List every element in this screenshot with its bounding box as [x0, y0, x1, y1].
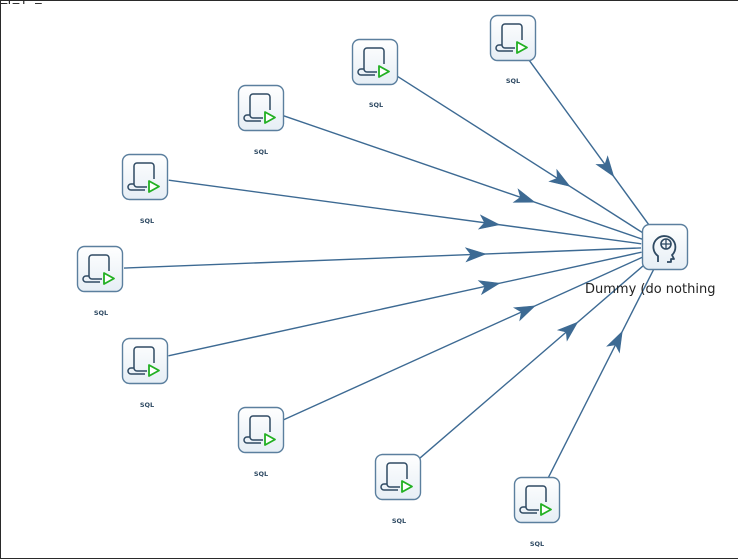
hop-line[interactable]	[526, 56, 652, 229]
step-fecha-cese[interactable]: SQL fecha_cese	[1, 1, 399, 109]
step-actividad-comercio-exterior[interactable]: SQL actividad_comercio_exterior	[1, 1, 285, 156]
step-label: fecha_inscripcion	[1, 1, 57, 5]
step-fecha-actualizacion[interactable]: SQL fecha_actualizacion	[1, 1, 422, 525]
hop-arrow	[464, 247, 487, 263]
svg-text:SQL: SQL	[254, 470, 268, 478]
sql-script-icon: SQL	[489, 14, 537, 85]
step-label: fecha_inicio	[1, 1, 39, 5]
step-dummy[interactable]: Dummy (do nothing	[585, 223, 715, 298]
step-fecha-suspension[interactable]: SQL fecha_suspension	[1, 1, 561, 548]
step-label: fecha_cese	[1, 1, 37, 5]
step-actividad-economica[interactable]: SQL actividad_economica	[1, 1, 124, 317]
step-fecha-inscripcion[interactable]: SQL fecha_inscripcion	[1, 1, 285, 478]
step-label: fecha_reinicio_actividad	[1, 1, 79, 5]
step-label: actividad_comercio_exterior	[1, 1, 93, 5]
hop-arrow	[477, 280, 501, 296]
svg-text:SQL: SQL	[506, 77, 520, 85]
hop-line[interactable]	[168, 179, 642, 245]
sql-script-icon: SQL	[351, 38, 399, 109]
step-fecha-inicio[interactable]: SQL fecha_inicio	[1, 1, 537, 85]
svg-text:SQL: SQL	[392, 517, 406, 525]
dummy-head-icon	[641, 223, 689, 271]
hop-arrow	[512, 188, 536, 203]
svg-text:SQL: SQL	[254, 148, 268, 156]
hop-line[interactable]	[394, 74, 646, 235]
hop-arrow	[606, 330, 623, 354]
hop-arrow	[512, 305, 536, 322]
hops-layer	[123, 56, 655, 479]
hop-line[interactable]	[168, 251, 642, 357]
hop-arrow	[548, 168, 571, 187]
hop-line[interactable]	[123, 247, 642, 269]
hop-line[interactable]	[283, 115, 643, 240]
hop-arrow	[477, 214, 501, 230]
sql-script-icon: SQL	[121, 153, 169, 225]
svg-text:SQL: SQL	[530, 540, 544, 548]
step-label: Dummy (do nothing	[585, 282, 715, 297]
hop-line[interactable]	[282, 256, 644, 421]
sql-script-icon: SQL	[513, 476, 561, 548]
step-label: fecha_actualizacion	[1, 1, 65, 5]
hop-line[interactable]	[415, 262, 648, 462]
svg-text:SQL: SQL	[94, 309, 108, 317]
step-label: nombre_comercial	[1, 1, 61, 5]
step-label: fecha_suspension	[1, 1, 59, 5]
step-nombre-comercial[interactable]: SQL nombre_comercial	[1, 1, 169, 225]
svg-text:SQL: SQL	[369, 101, 383, 109]
svg-text:SQL: SQL	[140, 217, 154, 225]
hop-arrow	[595, 155, 615, 178]
sql-script-icon: SQL	[121, 337, 169, 409]
step-label: actividad_economica	[1, 1, 69, 5]
svg-text:SQL: SQL	[140, 401, 154, 409]
step-fecha-reinicio-actividad[interactable]: SQL fecha_reinicio_actividad	[1, 1, 169, 409]
sql-script-icon: SQL	[76, 245, 124, 317]
sql-script-icon: SQL	[237, 84, 285, 156]
sql-script-icon: SQL	[237, 406, 285, 478]
hop-line[interactable]	[547, 268, 655, 479]
hop-arrow	[556, 321, 579, 342]
sql-script-icon: SQL	[374, 453, 422, 525]
